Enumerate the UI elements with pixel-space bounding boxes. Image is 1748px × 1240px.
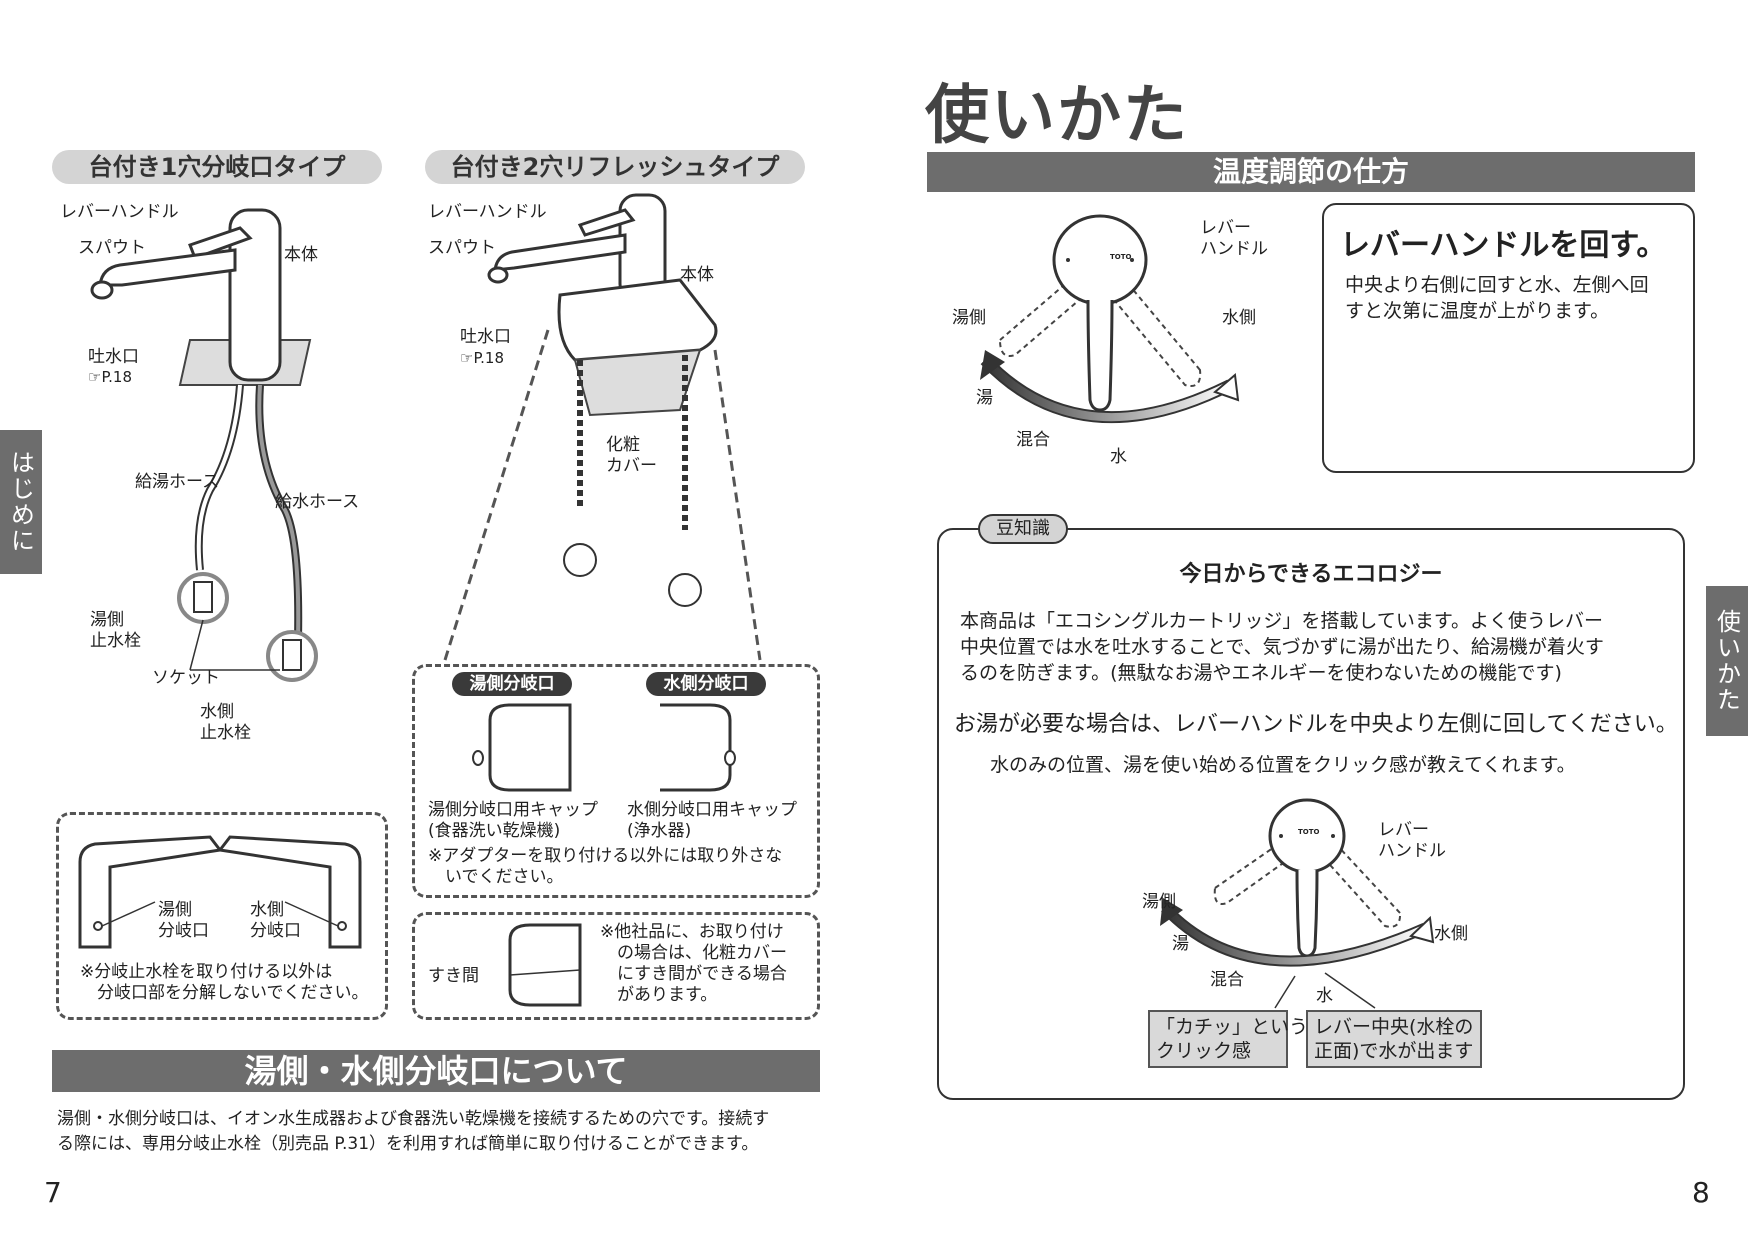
gap-box xyxy=(412,912,820,1020)
type2-faucet-illustration xyxy=(443,193,762,661)
branch-section-body: 湯側・水側分岐口は、イオン水生成器および食器洗い乾燥機を接続するための穴です。接… xyxy=(57,1109,770,1154)
type2-outlet-ref: ☞P.18 xyxy=(460,348,504,369)
type1-outlet-ref-text: P.18 xyxy=(101,368,133,386)
type1-title: 台付き1穴分岐口タイプ xyxy=(52,150,382,184)
side-tab-intro: はじめに xyxy=(0,430,42,574)
branch-section-title: 湯側・水側分岐口について xyxy=(52,1050,820,1092)
tip-sub: 水のみの位置、湯を使い始める位置をクリック感が教えてくれます。 xyxy=(990,754,1576,776)
branch-port-illustration xyxy=(78,835,362,949)
type2-spout-label: スパウト xyxy=(428,238,496,258)
cold-side-label-2: 水側 xyxy=(1434,924,1468,944)
type1-lever-label: レバーハンドル xyxy=(60,202,179,222)
type1-hot-valve-label: 湯側 止水栓 xyxy=(90,610,141,651)
type2-body-label: 本体 xyxy=(680,265,714,285)
water-label-2: 水 xyxy=(1316,986,1333,1006)
water-label-1: 水 xyxy=(1110,447,1127,467)
type1-socket-label: ソケット xyxy=(152,668,220,688)
lever-rotation-diagram xyxy=(980,214,1240,424)
cold-cap-label: 水側分岐口用キャップ (浄水器) xyxy=(627,800,797,841)
gap-label: すき間 xyxy=(428,966,479,986)
type2-cover-label: 化粧 カバー xyxy=(606,435,657,476)
tip-box xyxy=(937,528,1685,1100)
gap-note: ※他社品に、お取り付け の場合は、化粧カバー にすき間ができる場合 があります。 xyxy=(600,922,787,1005)
port-cap-illustration xyxy=(472,703,736,792)
brand-logo-2: TOTO xyxy=(1298,828,1320,836)
port-cap-box xyxy=(412,664,820,898)
instruction-box xyxy=(1322,203,1695,473)
page-number-left: 7 xyxy=(44,1176,62,1209)
gap-illustration xyxy=(508,923,582,1007)
type2-outlet-label: 吐水口 xyxy=(460,327,511,347)
brand-logo-1: TOTO xyxy=(1110,253,1132,261)
temperature-section-title: 温度調節の仕方 xyxy=(927,152,1695,192)
type1-body-label: 本体 xyxy=(284,245,318,265)
branch-hot-label: 湯側 分岐口 xyxy=(158,900,209,941)
mix-label-1: 混合 xyxy=(1016,430,1050,450)
page-title: 使いかた xyxy=(925,79,1189,153)
type1-cold-hose-label: 給水ホース xyxy=(275,492,360,512)
pointing-hand-icon: ☞ xyxy=(460,349,474,367)
type1-spout-label: スパウト xyxy=(78,238,146,258)
page-number-right: 8 xyxy=(1692,1176,1710,1209)
branch-port-box xyxy=(56,812,388,1020)
tip-emphasis: お湯が必要な場合は、レバーハンドルを中央より左側に回してください。 xyxy=(954,712,1678,737)
type2-title: 台付き2穴リフレッシュタイプ xyxy=(425,150,805,184)
hot-side-label-1: 湯側 xyxy=(952,308,986,328)
cold-side-label-1: 水側 xyxy=(1222,308,1256,328)
tip-tag: 豆知識 xyxy=(978,514,1068,544)
type1-outlet-label: 吐水口 xyxy=(88,347,139,367)
hot-label-2: 湯 xyxy=(1172,934,1189,954)
click-feel-callout: 「カチッ」という クリック感 xyxy=(1148,1010,1308,1068)
instruction-body: 中央より右側に回すと水、左側へ回 すと次第に温度が上がります。 xyxy=(1345,274,1649,322)
branch-note: ※分岐止水栓を取り付ける以外は 分岐口部を分解しないでください。 xyxy=(80,962,369,1003)
center-water-callout: レバー中央(水栓の 正面)で水が出ます xyxy=(1306,1010,1482,1068)
side-tab-usage: 使いかた xyxy=(1706,586,1748,736)
lever-click-diagram xyxy=(1160,798,1435,1009)
cold-port-tag: 水側分岐口 xyxy=(646,672,766,696)
mix-label-2: 混合 xyxy=(1210,970,1244,990)
type1-cold-valve-label: 水側 止水栓 xyxy=(200,702,251,743)
lever-label-1: レバー ハンドル xyxy=(1200,218,1268,259)
type2-lever-label: レバーハンドル xyxy=(428,202,547,222)
pointing-hand-icon: ☞ xyxy=(88,368,102,386)
lever-label-2: レバー ハンドル xyxy=(1378,820,1446,861)
instruction-title: レバーハンドルを回す。 xyxy=(1340,228,1667,263)
tip-body: 本商品は「エコシングルカートリッジ」を搭載しています。よく使うレバー 中央位置で… xyxy=(960,610,1604,684)
type2-outlet-ref-text: P.18 xyxy=(473,349,505,367)
type1-hot-hose-label: 給湯ホース xyxy=(135,472,220,492)
tip-title: 今日からできるエコロジー xyxy=(1179,562,1443,587)
hot-port-tag: 湯側分岐口 xyxy=(452,672,572,696)
type1-outlet-ref: ☞P.18 xyxy=(88,367,132,388)
port-note: ※アダプターを取り付ける以外には取り外さな いでください。 xyxy=(428,846,783,887)
type1-faucet-illustration xyxy=(90,208,318,682)
hot-label-1: 湯 xyxy=(976,388,993,408)
branch-cold-label: 水側 分岐口 xyxy=(250,900,301,941)
hot-cap-label: 湯側分岐口用キャップ (食器洗い乾燥機) xyxy=(428,800,598,841)
hot-side-label-2: 湯側 xyxy=(1142,892,1176,912)
